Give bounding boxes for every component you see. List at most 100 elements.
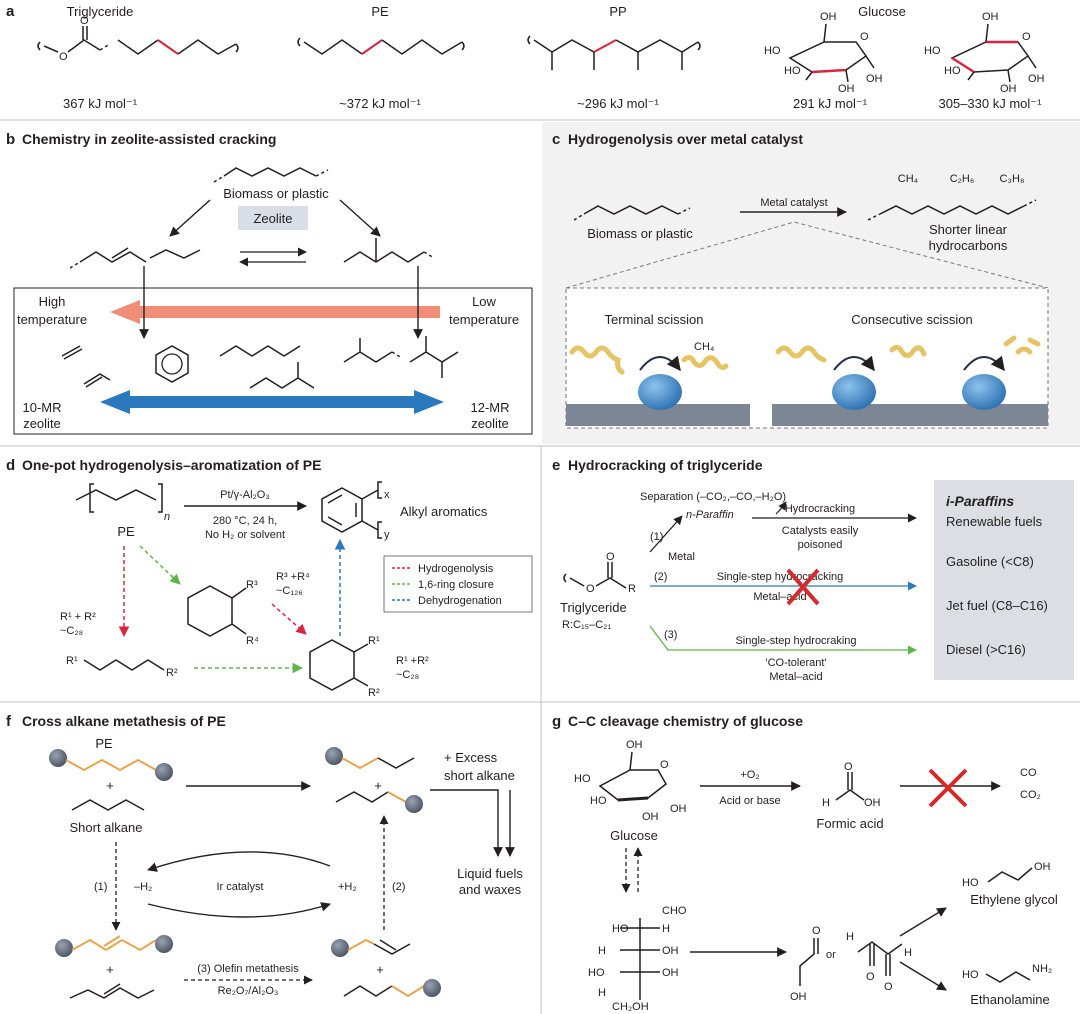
low-temp-label-2: temperature [449,312,519,327]
chain-r1: R¹ [66,655,78,667]
route-2: (2) [654,571,667,583]
triglyceride-structure: O O [37,15,239,63]
acid-base-label: Acid or base [719,795,780,807]
gas-ch4: CH₄ [898,173,919,185]
panel-d: d One-pot hydrogenolysis–aromatization o… [6,457,533,699]
open-h-3: H [598,987,606,999]
mr-arrow [100,390,444,414]
single-step-2: Single-step hydrocracking [717,571,844,583]
catalyst-ball-2 [832,374,876,410]
pp-structure [527,35,701,70]
product-label-1: Shorter linear [929,222,1008,237]
glucose-ho-1: HO [574,773,591,785]
ester-o: O [586,583,595,595]
low-temp-label-1: Low [472,294,496,309]
pp-energy: ~296 kJ mol⁻¹ [577,96,659,111]
open-h-2: H [598,945,606,957]
pe-structure [297,37,465,55]
rhenium-catalyst: Re₂O₇/Al₂O₃ [218,985,279,997]
glucose-name: Glucose [858,4,906,19]
hydrocracking-label: Hydrocracking [785,503,855,515]
catalyst-ball-1 [638,374,682,410]
subscript-y: y [384,529,390,541]
or-label: or [826,949,836,961]
pe-n: n [164,511,170,523]
high-temp-label-1: High [39,294,66,309]
formic-acid-label: Formic acid [816,816,883,831]
pe-energy: ~372 kJ mol⁻¹ [339,96,421,111]
ir-catalyst: Ir catalyst [216,881,263,893]
olefin-metathesis: (3) Olefin metathesis [197,963,299,975]
r4-label: R⁴ [246,635,259,647]
short-alkane: Short alkane [70,820,143,835]
panel-f-letter: f [6,713,12,730]
metal-label: Metal [668,551,695,563]
panel-c-letter: c [552,131,560,148]
ring-r1: R¹ [368,635,380,647]
open-ch2oh: CH₂OH [612,1001,649,1013]
glyoxal-h-1: H [846,931,854,943]
consecutive-scission-label: Consecutive scission [851,312,972,327]
zeolite-box [238,206,308,230]
r1r2-sum: R¹ + R² [60,611,96,623]
subscript-x: x [384,489,390,501]
co-label: CO [1020,767,1037,779]
pp-name: PP [609,4,626,19]
r1r2-sum-b: R¹ +R² [396,655,429,667]
separation-label: Separation (–CO₂,–CO,–H₂O) [640,491,786,503]
co-tolerant: 'CO-tolerant' [765,657,826,669]
gas-c2h6: C₂H₆ [950,173,975,185]
glucose-oh-top: OH [626,739,643,751]
panel-c-title: Hydrogenolysis over metal catalyst [568,131,803,147]
atom-oh: OH [820,11,837,23]
excess-2: short alkane [444,768,515,783]
minus-h2: –H₂ [134,881,152,893]
r3r4-c126: ~C₁₂₆ [276,585,303,597]
glucose-o: O [660,759,669,771]
panel-g-letter: g [552,713,561,730]
atom-oh: OH [838,83,855,95]
glucose-label: Glucose [610,828,658,843]
glucose-ho-2: HO [590,795,607,807]
glucose-energy-1: 291 kJ mol⁻¹ [793,96,868,111]
glycolaldehyde-o: O [812,925,821,937]
formic-o: O [844,761,853,773]
terminal-ch4: CH₄ [694,341,715,353]
atom-o: O [80,15,89,27]
ea-ho: HO [962,969,979,981]
glucose-oh-2: OH [670,803,687,815]
paraffin-title: i-Paraffins [946,493,1014,509]
poisoned-2: poisoned [798,539,843,551]
chain-r2: R² [166,667,178,679]
mr10-label-1: 10-MR [22,400,61,415]
atom-o: O [59,51,68,63]
liquid-1: Liquid fuels [457,866,523,881]
glucose-structure-1: OH O HO HO OH OH [764,11,883,95]
cyclohexane-2 [309,639,355,691]
atom-o: O [1022,31,1031,43]
jet-fuel: Jet fuel (C8–C16) [946,598,1048,613]
pe-label: PE [117,524,135,539]
conditions-1: 280 °C, 24 h, [213,515,277,527]
metal-acid-3: Metal–acid [769,671,822,683]
mr12-label-2: zeolite [471,416,509,431]
zeolite-label: Zeolite [253,211,292,226]
atom-o: O [860,31,869,43]
co-cross [928,768,968,808]
panel-d-title: One-pot hydrogenolysis–aromatization of … [22,457,321,473]
renewable-fuels: Renewable fuels [946,514,1043,529]
plus-h2: +H₂ [338,881,357,893]
open-cho: CHO [662,905,687,917]
atom-oh: OH [1000,83,1017,95]
gasoline: Gasoline (<C8) [946,554,1034,569]
atom-ho: HO [764,45,781,57]
cyclohexane-1 [187,585,233,637]
step-2: (2) [392,881,405,893]
glucose-oh-1: OH [642,811,659,823]
ethylene-glycol-label: Ethylene glycol [970,892,1058,907]
route-1: (1) [650,531,663,543]
r1r2-c28-b: ~C₂₈ [396,669,419,681]
r3-label: R³ [246,579,258,591]
panel-e: e Hydrocracking of triglyceride i-Paraff… [552,457,1074,683]
